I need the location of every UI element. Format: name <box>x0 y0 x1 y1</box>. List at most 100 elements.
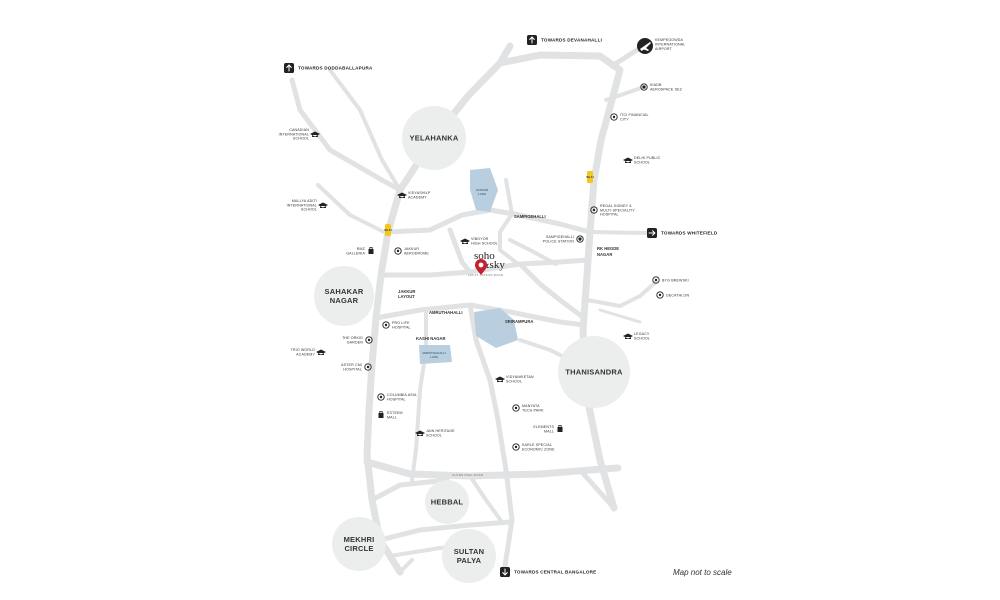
hub-label: SAHAKAR <box>325 287 364 296</box>
project-logo-top: soho <box>474 250 495 262</box>
hub-hebbal: HEBBAL <box>425 480 469 524</box>
location-marker-dot <box>396 249 400 253</box>
project-marker[interactable]: soho &sky <box>474 250 505 275</box>
poi-label: HOSPITAL <box>387 397 406 401</box>
airport-label-line: KEMPEGOWDA <box>655 38 684 42</box>
area-label: SRIRAMPURA <box>505 319 533 324</box>
poi-label: KIADB <box>650 83 662 87</box>
poi-label: INTERNATIONAL <box>287 203 317 207</box>
poi-label: COLUMBIA ASIA <box>387 393 417 397</box>
plane-icon <box>640 42 651 51</box>
hub-circle <box>402 106 466 170</box>
building-block-icon <box>642 85 646 89</box>
poi-label: MALL <box>387 415 397 419</box>
direction-markers: TOWARDS DODDABALLAPURA TOWARDS DEVANAHALL… <box>284 35 718 577</box>
location-marker-dot <box>514 406 518 410</box>
location-marker-icon <box>590 206 598 214</box>
arrow-glyph <box>529 36 535 44</box>
poi-label: TECH PARK <box>522 408 544 412</box>
arrow-glyph <box>286 64 292 72</box>
location-marker-icon <box>512 443 520 451</box>
hub-yelahanka: YELAHANKA <box>402 106 466 170</box>
direction-label: TOWARDS WHITEFIELD <box>661 231 718 236</box>
poi-label: JAIN HERITAGE <box>426 429 455 433</box>
poi-label: SCHOOL <box>301 208 317 212</box>
location-marker-dot <box>592 208 596 212</box>
dir-devanahalli[interactable]: TOWARDS DEVANAHALLI <box>527 35 602 45</box>
jakkur-lake <box>470 168 498 212</box>
poi-label: ASTER CMI <box>341 363 362 367</box>
location-marker-dot <box>379 395 383 399</box>
project-logo-bottom: &sky <box>481 259 505 271</box>
poi-label: THE ORKID <box>342 336 363 340</box>
dir-central-bangalore[interactable]: TOWARDS CENTRAL BANGALORE <box>500 567 596 577</box>
poi-label: SAMPIGEHALLI <box>546 235 574 239</box>
poi-label: ECONOMIC ZONE <box>522 447 555 451</box>
location-marker-dot <box>366 365 370 369</box>
graduation-cap-icon <box>460 238 470 244</box>
poi-marker[interactable]: DECATHLON <box>656 291 690 299</box>
poi-label: ITCI FINANCIAL <box>620 113 649 117</box>
graduation-cap-icon <box>318 202 328 208</box>
poi-label: POLICE STATION <box>543 239 575 243</box>
poi-label: HOSPITAL <box>600 213 619 217</box>
location-marker-icon <box>365 336 373 344</box>
poi-marker[interactable]: BYG BREWSKI <box>652 276 689 284</box>
poi-label: REGAL KIDNEY & <box>600 204 632 208</box>
road-network <box>289 42 658 576</box>
lake-label: LAKE <box>478 192 486 196</box>
pin-center <box>478 262 484 268</box>
direction-label: TOWARDS CENTRAL BANGALORE <box>514 570 596 575</box>
area-label: RK HEGDE <box>597 246 619 251</box>
poi-label: VIDYASHILP <box>408 191 431 195</box>
hub-thanisandra: THANISANDRA <box>558 336 630 408</box>
graduation-cap-icon <box>310 131 320 137</box>
poi-label: HOSPITAL <box>392 325 411 329</box>
graduation-cap-icon <box>397 192 407 198</box>
dir-whitefield[interactable]: TOWARDS WHITEFIELD <box>647 228 718 238</box>
dir-doddaballapura[interactable]: TOWARDS DODDABALLAPURA <box>284 63 373 73</box>
scale-note: Map not to scale <box>673 568 732 577</box>
poi-label: LEGACY <box>634 332 650 336</box>
nh-shield-icon <box>587 171 593 183</box>
poi-label: AEROSPACE SEZ <box>650 87 683 91</box>
shopping-bag-icon <box>378 413 384 418</box>
area-label: NAGAR <box>597 252 612 257</box>
hub-label: PALYA <box>457 556 482 565</box>
lake-label: AMRUTHAHALLI <box>422 351 446 355</box>
hub-circle <box>558 336 630 408</box>
hub-label: HEBBAL <box>431 498 464 507</box>
poi-label: ACADEMY <box>408 195 427 199</box>
poi-label: SCHOOL <box>634 160 650 164</box>
